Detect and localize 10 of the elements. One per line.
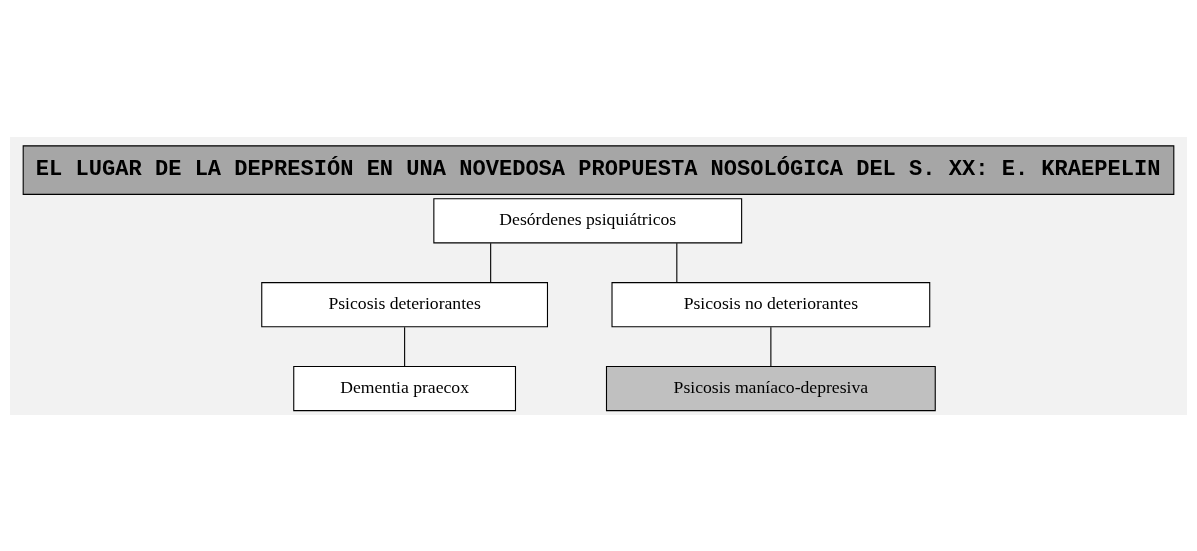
connector (490, 242, 492, 283)
connector (404, 326, 406, 367)
node-box: Psicosis deteriorantes (261, 281, 549, 327)
diagram-title: EL LUGAR DE LA DEPRESIÓN EN UNA NOVEDOSA PROPUESTA NOSOLÓGICA DEL S. XX: E. KRAEPELIN (35, 156, 1161, 182)
node-box: Psicosis maníaco-depresiva (605, 365, 936, 411)
connector (676, 242, 678, 283)
node-box: Dementia praecox (293, 365, 517, 411)
node-box: Desórdenes psiquiátricos (433, 197, 743, 243)
connector (770, 326, 772, 367)
node-box: Psicosis no deteriorantes (611, 281, 931, 327)
